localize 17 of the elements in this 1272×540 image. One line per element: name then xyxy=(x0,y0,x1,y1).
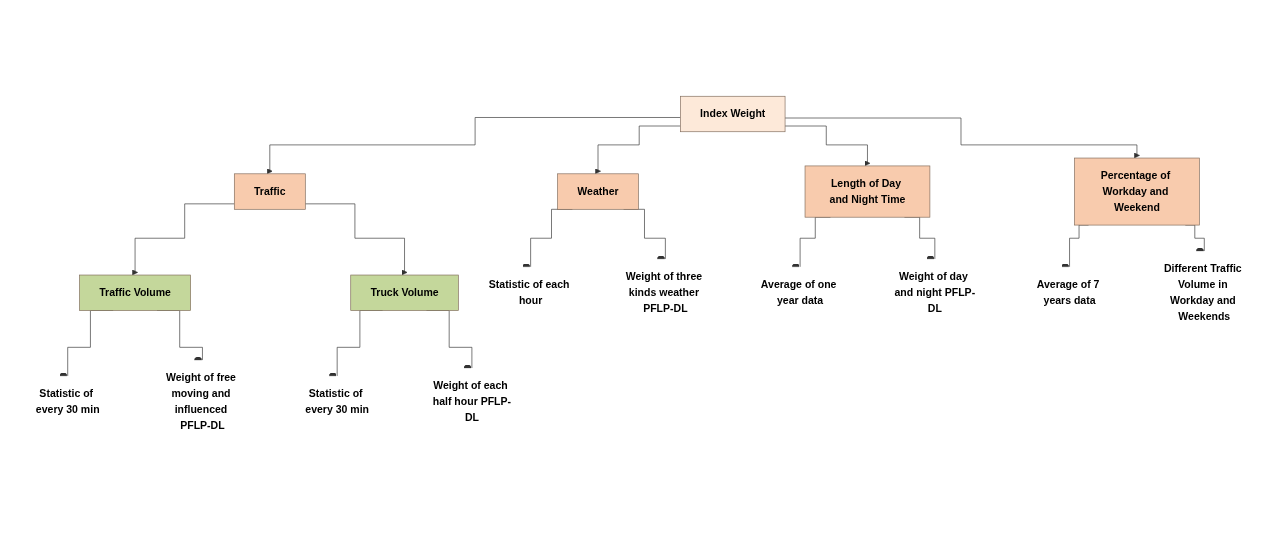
node-text: Average of one year data xyxy=(760,279,837,307)
node-box: Percentage of Workday and Weekend xyxy=(1074,157,1200,226)
node-box: Index Weight xyxy=(680,96,786,133)
node-text: Weight of day and night PFLP-DL xyxy=(894,271,976,315)
node-box: Weather xyxy=(557,173,639,210)
node-text: Statistic of every 30 min xyxy=(35,388,100,416)
node-text: Statistic of every 30 min xyxy=(305,388,370,416)
node-box: Length of Day and Night Time xyxy=(804,165,931,218)
node-box: Traffic xyxy=(234,173,306,210)
node-text: Average of 7 years data xyxy=(1036,279,1100,307)
node-text: Weight of three kinds weather PFLP-DL xyxy=(625,271,703,315)
node-text: Statistic of each hour xyxy=(488,279,570,307)
node-text: Weight of each half hour PFLP-DL xyxy=(432,380,512,424)
node-text: Weight of free moving and influenced PFLP-DL xyxy=(166,372,236,432)
node-text: Different Traffic Volume in Workday and Weekends xyxy=(1163,263,1242,322)
node-box: Truck Volume xyxy=(350,274,459,312)
node-box: Traffic Volume xyxy=(79,274,191,312)
